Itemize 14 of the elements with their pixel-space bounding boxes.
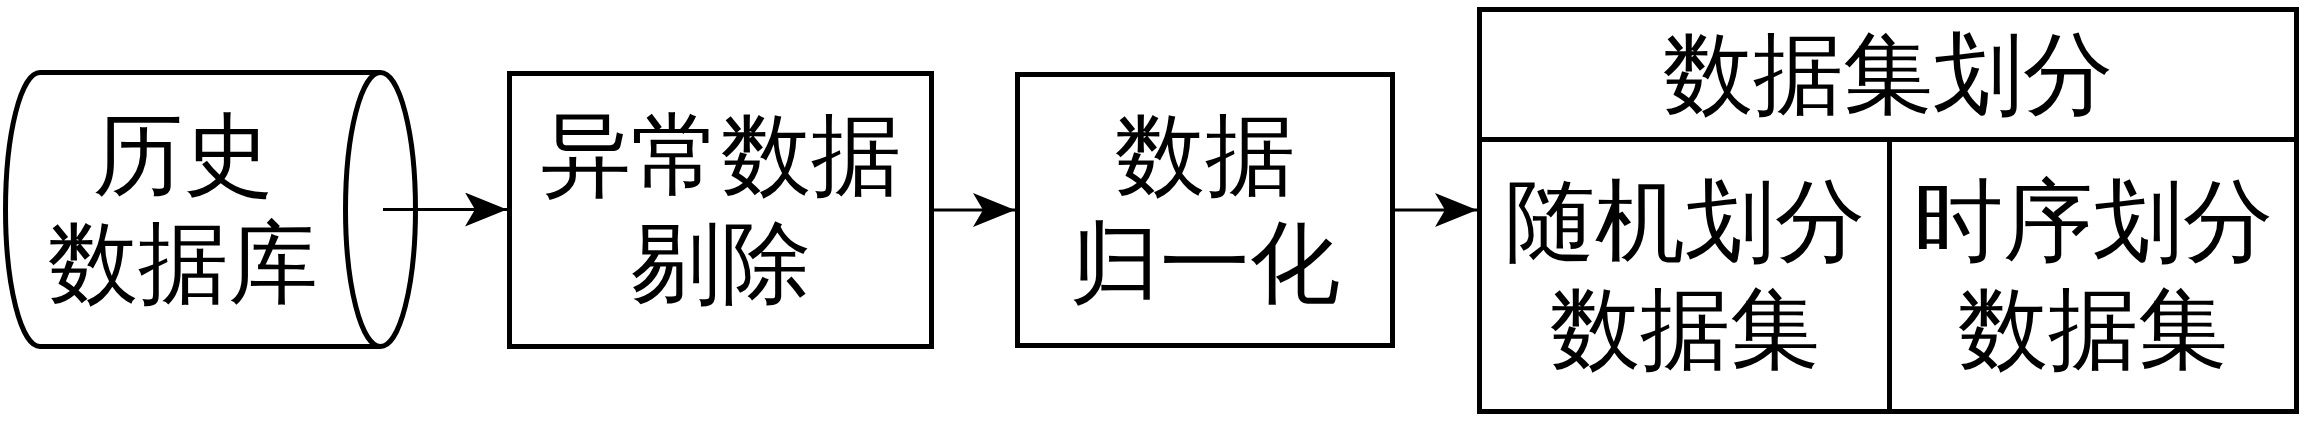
panel-heading: 数据集划分 (1663, 23, 2113, 126)
arrow (934, 193, 1015, 227)
split-box (1482, 137, 1892, 409)
database-cylinder (3, 70, 418, 349)
node-label: 数据归一化 (1070, 105, 1340, 315)
process-box (507, 71, 934, 349)
node-label: 随机划分数据集 (1504, 170, 1865, 381)
node-label: 历史数据库 (47, 104, 318, 315)
group-box (1477, 7, 2299, 414)
arrow (383, 192, 507, 227)
arrow (1395, 193, 1477, 227)
node-label: 时序划分数据集 (1913, 170, 2273, 381)
process-box (1015, 72, 1395, 348)
node-label: 异常数据剔除 (540, 105, 901, 315)
